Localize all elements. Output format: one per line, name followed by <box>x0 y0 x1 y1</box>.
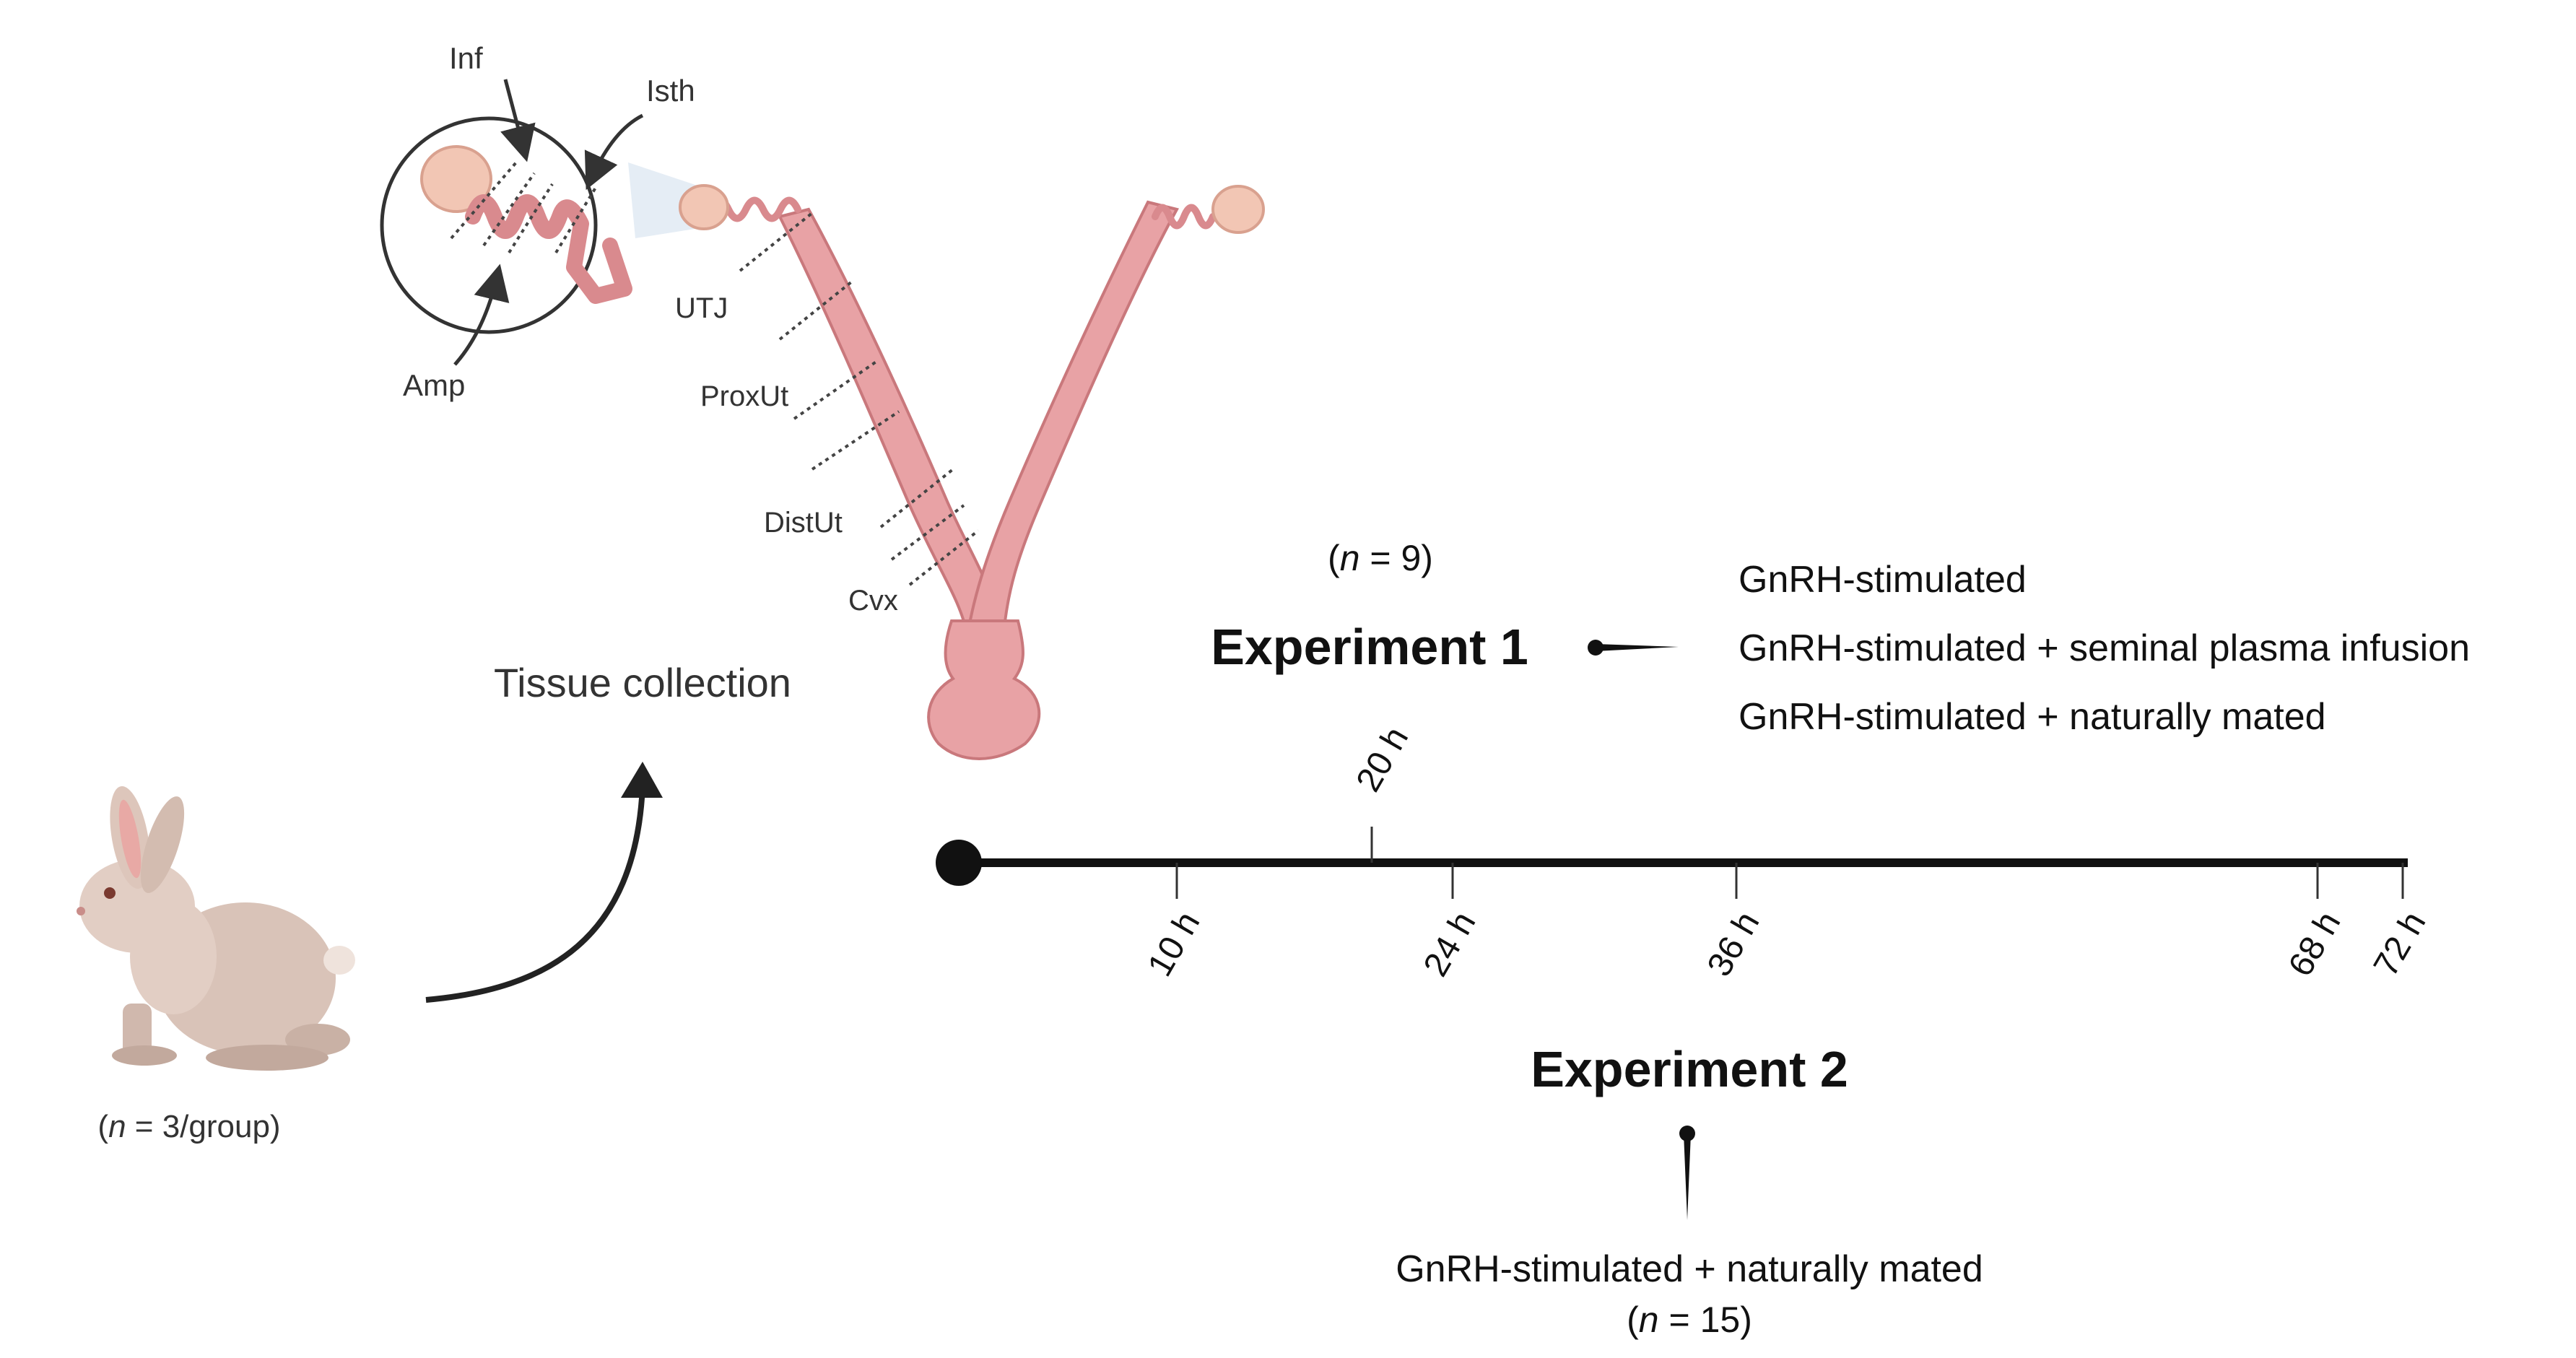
right-oviduct <box>1152 204 1217 230</box>
exp1-n-label: (n = 9) <box>1328 538 1433 578</box>
left-uterine-horn <box>778 207 1006 637</box>
exp2-title: Experiment 2 <box>1531 1041 1848 1097</box>
collection-arrowhead <box>621 762 663 798</box>
tick-label-24h: 24 h <box>1417 905 1484 983</box>
exp2-n-label: (n = 15) <box>1627 1300 1752 1340</box>
inf-label: Inf <box>449 41 483 75</box>
right-ovary <box>1211 185 1265 234</box>
exp2-group: GnRH-stimulated + naturally mated <box>1396 1248 1983 1290</box>
exp1-group-1: GnRH-stimulated <box>1739 559 2027 601</box>
exp1-pin-stem <box>1596 644 1679 651</box>
oviduct-inset <box>380 116 632 334</box>
tick-label-20h: 20 h <box>1349 721 1417 798</box>
tick-label-68h: 68 h <box>2281 905 2349 983</box>
inf-arrow <box>500 79 536 162</box>
reproductive-tract <box>628 162 1265 760</box>
timeline-start-dot <box>936 840 982 886</box>
rabbit-icon <box>77 785 355 1071</box>
timeline <box>936 827 2408 899</box>
utj-label: UTJ <box>675 292 728 324</box>
proxut-label: ProxUt <box>700 380 788 412</box>
cvx-label: Cvx <box>848 585 898 617</box>
tick-label-36h: 36 h <box>1700 905 1767 983</box>
collection-arrow <box>425 786 645 1003</box>
rabbit-n-label: (n = 3/group) <box>97 1109 280 1144</box>
exp1-title: Experiment 1 <box>1211 619 1528 675</box>
right-uterine-horn <box>965 200 1179 637</box>
exp2-pin-stem <box>1684 1133 1691 1220</box>
exp1-group-3: GnRH-stimulated + naturally mated <box>1739 696 2326 738</box>
left-ovary <box>679 184 729 230</box>
exp1-group-2: GnRH-stimulated + seminal plasma infusio… <box>1739 627 2470 669</box>
tick-label-72h: 72 h <box>2367 905 2434 983</box>
tick-label-10h: 10 h <box>1141 905 1208 983</box>
amp-arrow <box>453 264 510 366</box>
amp-label: Amp <box>403 368 465 402</box>
isth-arrow <box>584 113 644 191</box>
cervix <box>927 619 1041 760</box>
tissue-collection-label: Tissue collection <box>494 660 791 705</box>
distut-label: DistUt <box>764 507 843 539</box>
isth-label: Isth <box>646 74 695 108</box>
